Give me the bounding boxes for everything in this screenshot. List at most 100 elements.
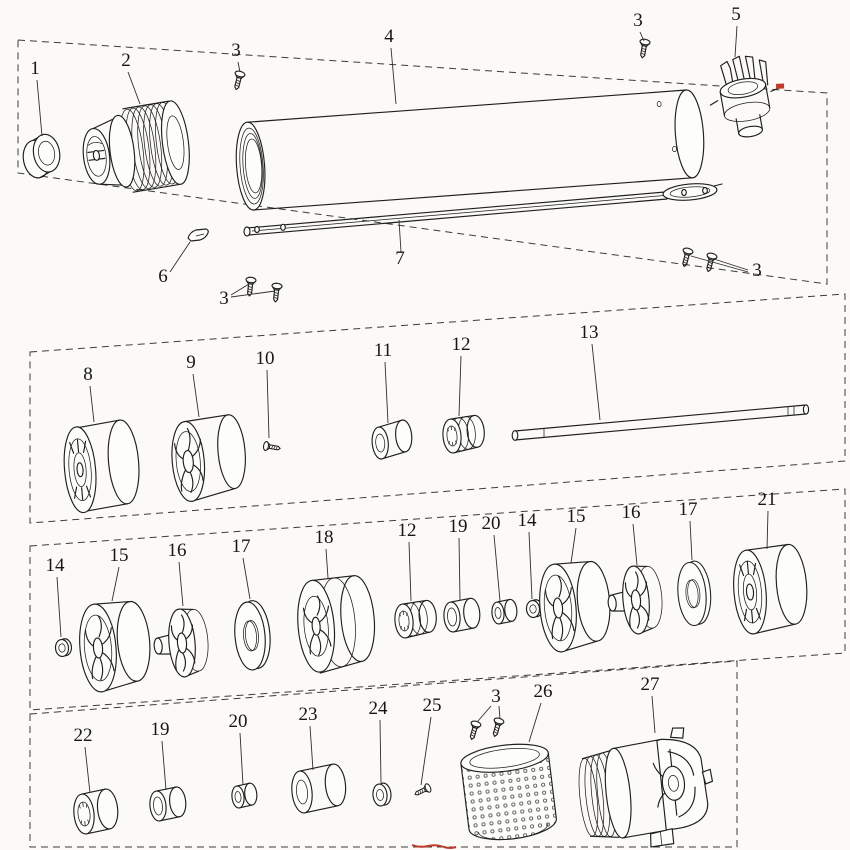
leader-line-part-10 <box>266 369 270 439</box>
part-8-bearing-sleeve <box>63 419 140 514</box>
part-label-13: 13 <box>580 322 599 343</box>
section-boundary-1 <box>17 39 828 285</box>
part-label-19: 19 <box>151 719 170 740</box>
leader-line-part-25 <box>420 716 432 786</box>
section-boundary-2 <box>29 293 846 524</box>
part-22-coupling <box>73 788 119 835</box>
part-label-20: 20 <box>482 513 501 534</box>
part-10-screw <box>262 440 282 454</box>
part-label-12: 12 <box>398 520 417 541</box>
part-27-suction-inlet <box>578 727 714 848</box>
part-label-12: 12 <box>452 334 471 355</box>
part-label-19: 19 <box>449 516 468 537</box>
leader-line-part-17 <box>689 520 693 561</box>
leader-line-part-5 <box>734 25 738 58</box>
part-3-screw <box>269 282 283 304</box>
part-label-27: 27 <box>641 674 660 695</box>
leader-line-part-27 <box>651 695 656 734</box>
part-14-nut <box>54 637 73 658</box>
part-label-14: 14 <box>46 555 66 576</box>
leader-line-part-6 <box>169 241 191 273</box>
part-26-strainer <box>460 743 557 841</box>
part-label-14: 14 <box>518 510 538 531</box>
part-5-check-valve-head <box>709 55 785 138</box>
leader-line-part-3 <box>713 258 749 271</box>
leader-line-part-26 <box>528 702 542 743</box>
part-label-25: 25 <box>423 695 442 716</box>
part-3-screw <box>678 246 695 269</box>
leader-line-part-13 <box>591 343 601 421</box>
leader-line-part-14 <box>528 531 533 600</box>
part-label-18: 18 <box>315 527 334 548</box>
part-label-16: 16 <box>168 540 187 561</box>
leader-line-part-12 <box>458 355 462 417</box>
part-20-spacer <box>490 598 519 626</box>
leader-line-part-4 <box>390 47 397 105</box>
part-label-1: 1 <box>30 58 40 79</box>
leader-line-part-12 <box>408 541 412 602</box>
part-19-bushing <box>147 785 188 823</box>
leader-line-part-3 <box>237 61 241 73</box>
part-23-bushing <box>291 763 347 814</box>
part-label-11: 11 <box>374 340 392 361</box>
leader-line-part-3 <box>230 283 250 296</box>
part-label-6: 6 <box>158 266 168 287</box>
leader-line-part-16 <box>632 523 638 566</box>
leader-line-part-15 <box>570 527 577 564</box>
part-2-discharge-head <box>82 100 190 193</box>
part-17-washer <box>674 559 714 628</box>
part-label-3: 3 <box>231 40 241 61</box>
part-25-screw <box>412 782 433 799</box>
part-19-bushing <box>441 597 482 634</box>
leader-line-part-23 <box>309 725 314 771</box>
part-label-10: 10 <box>256 348 275 369</box>
part-label-21: 21 <box>758 489 777 510</box>
part-12-coupling <box>392 599 439 640</box>
part-label-8: 8 <box>83 364 93 385</box>
leader-line-part-9 <box>192 373 200 418</box>
leader-line-part-17 <box>242 557 251 600</box>
part-label-17: 17 <box>679 499 698 520</box>
part-3-screw <box>489 716 506 739</box>
leader-line-part-19 <box>458 537 461 601</box>
leader-line-part-11 <box>384 361 389 424</box>
leader-line-part-19 <box>161 740 167 791</box>
part-label-17: 17 <box>232 536 251 557</box>
part-label-16: 16 <box>622 502 641 523</box>
part-9-impeller <box>171 414 246 502</box>
part-3-screw <box>466 719 483 742</box>
part-label-20: 20 <box>229 711 248 732</box>
leader-line-part-21 <box>766 510 769 550</box>
leader-line-part-3 <box>498 705 501 720</box>
part-label-3: 3 <box>491 686 501 707</box>
part-3-screw <box>230 69 247 92</box>
leader-line-part-3 <box>690 255 749 273</box>
part-13-shaft <box>511 404 810 441</box>
leader-line-part-2 <box>127 71 141 105</box>
leader-line-part-3 <box>477 705 492 722</box>
part-label-23: 23 <box>299 704 318 725</box>
part-6-clip <box>187 228 209 242</box>
part-17-washer <box>231 598 274 672</box>
leader-line-part-22 <box>84 746 91 794</box>
part-label-9: 9 <box>186 352 196 373</box>
leader-line-part-8 <box>89 385 95 423</box>
leader-line-part-20 <box>493 534 501 602</box>
leader-line-part-7 <box>398 219 402 253</box>
leader-line-part-3 <box>639 31 645 42</box>
leader-line-part-16 <box>178 561 184 607</box>
part-16-impeller <box>604 563 666 637</box>
part-1-ring-nut <box>22 133 61 179</box>
part-16-impeller <box>150 606 212 680</box>
part-label-3: 3 <box>219 288 229 309</box>
part-18-diffuser <box>297 575 376 674</box>
part-label-26: 26 <box>534 681 553 702</box>
part-label-15: 15 <box>567 506 586 527</box>
red-mark <box>775 83 785 89</box>
part-24-washer <box>372 782 392 807</box>
part-label-4: 4 <box>384 26 394 47</box>
leader-line-part-3 <box>230 290 276 298</box>
leader-line-part-18 <box>325 548 329 579</box>
part-label-5: 5 <box>731 4 741 25</box>
